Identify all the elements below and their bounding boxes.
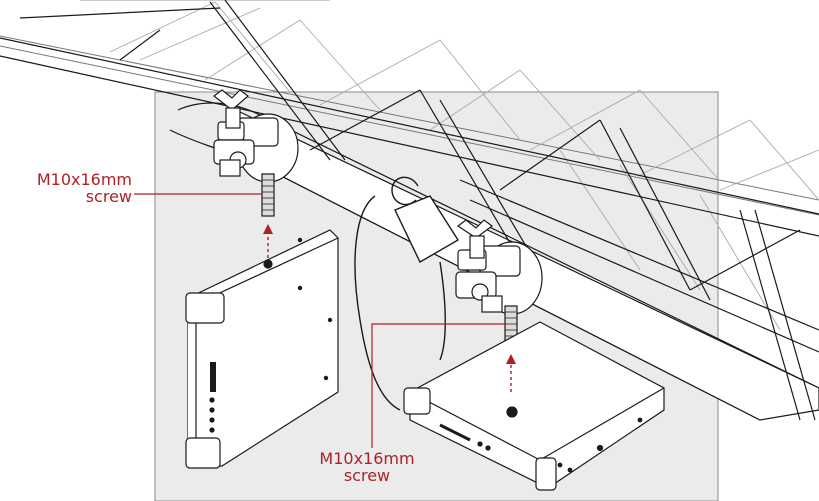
callout-left-line2: screw xyxy=(85,187,132,206)
clamp-right xyxy=(455,219,543,347)
safety-cable xyxy=(354,176,459,411)
callout-markers xyxy=(134,193,516,448)
device-left xyxy=(185,229,339,469)
callout-left-line1: M10x16mm xyxy=(36,170,132,189)
callout-right-line1: M10x16mm xyxy=(319,449,415,468)
device-right xyxy=(403,321,665,491)
callout-label-right: M10x16mm screw xyxy=(312,450,422,484)
clamp-left xyxy=(213,89,299,217)
callout-right-line2: screw xyxy=(343,466,391,485)
callout-label-left: M10x16mm screw xyxy=(18,171,132,205)
